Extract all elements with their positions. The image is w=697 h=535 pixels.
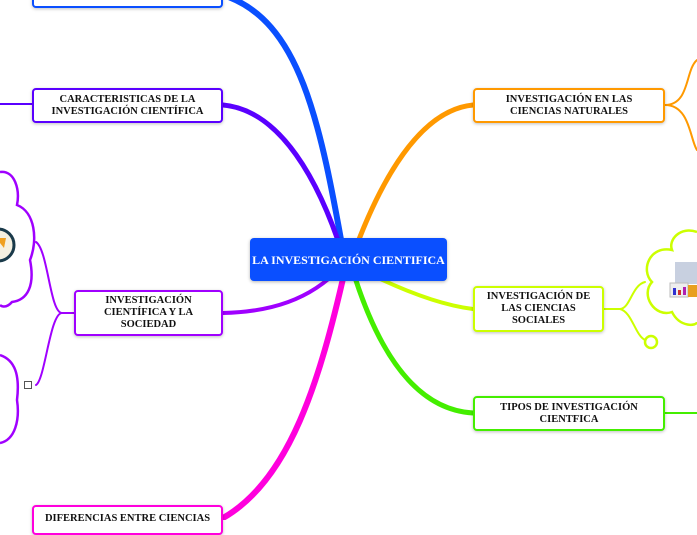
node-investigacion-sociedad[interactable]: INVESTIGACIÓN CIENTÍFICA Y LA SOCIEDAD [74, 290, 223, 336]
link-caracteristicas [220, 102, 348, 265]
external-link-icon[interactable] [24, 381, 32, 389]
link-diferencias [220, 267, 348, 520]
chart-thumbnail-image [669, 262, 697, 298]
cloud-image-sociedad-1 [0, 170, 36, 308]
node-tipos-investigacion[interactable]: TIPOS DE INVESTIGACIÓN CIENTFICA [473, 396, 665, 431]
connection-lines [0, 0, 697, 520]
node-top[interactable] [32, 0, 223, 8]
cloud-image-sociedad-2 [0, 353, 19, 445]
cloud-image-sociales [645, 229, 697, 327]
node-ciencias-naturales[interactable]: INVESTIGACIÓN EN LAS CIENCIAS NATURALES [473, 88, 665, 123]
link-tipos [349, 265, 476, 416]
logo-image [0, 227, 16, 263]
link-top [227, 0, 348, 265]
link-naturales [349, 102, 476, 261]
node-caracteristicas[interactable]: CARACTERISTICAS DE LA INVESTIGACIÓN CIEN… [32, 88, 223, 123]
node-diferencias[interactable]: DIFERENCIAS ENTRE CIENCIAS [32, 505, 223, 535]
central-topic[interactable]: LA INVESTIGACIÓN CIENTIFICA [250, 238, 447, 281]
cloud-small [643, 334, 659, 350]
node-ciencias-sociales[interactable]: INVESTIGACIÓN DE LAS CIENCIAS SOCIALES [473, 286, 604, 332]
